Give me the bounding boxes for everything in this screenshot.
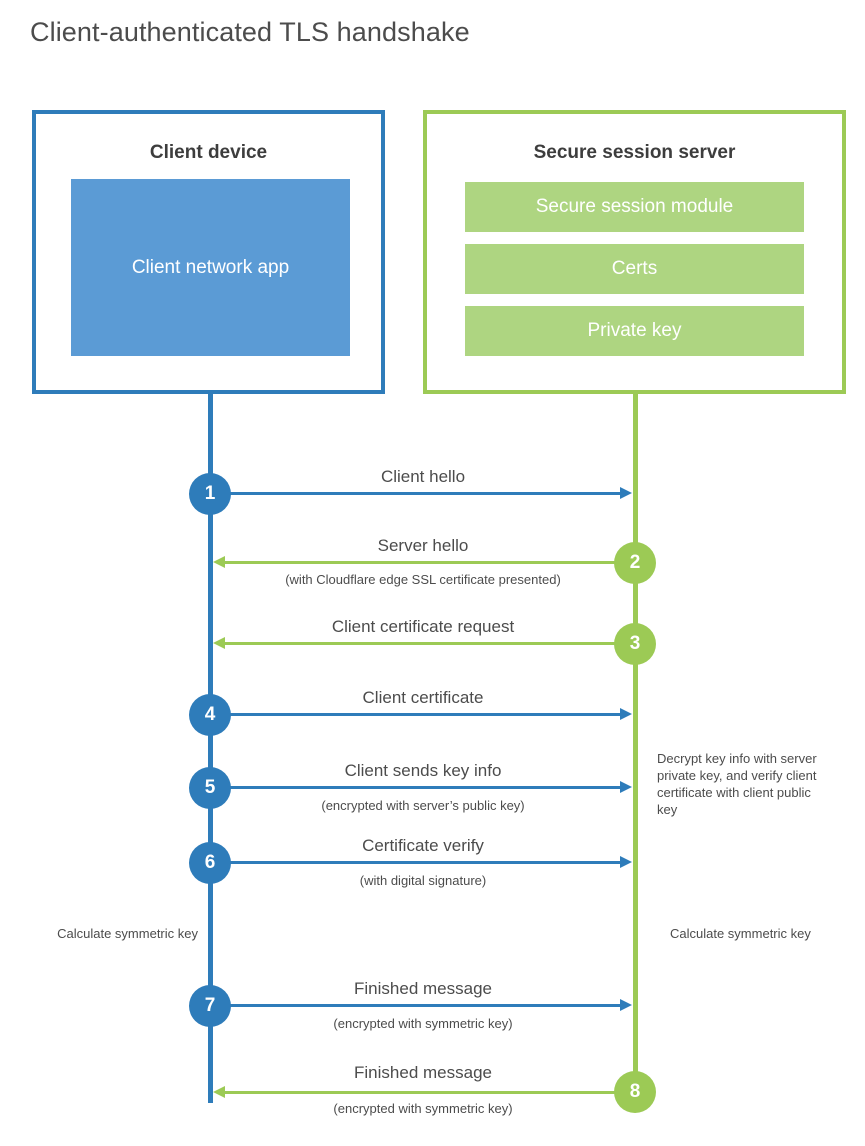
arrowhead-right-icon (620, 487, 632, 499)
arrowhead-right-icon (620, 856, 632, 868)
step-7-arrow (213, 999, 632, 1011)
step-8-marker: 8 (614, 1071, 656, 1113)
step-7-label: Finished message (354, 979, 492, 998)
step-2-label: Server hello (377, 536, 469, 555)
step-5-label: Client sends key info (344, 761, 502, 780)
step-6-label: Certificate verify (362, 836, 484, 855)
step-4-arrow (213, 708, 632, 720)
client-device-title: Client device (149, 142, 268, 163)
step-5-sublabel: (encrypted with server’s public key) (321, 798, 525, 813)
step-5-arrow (213, 781, 632, 793)
step-7-sublabel: (encrypted with symmetric key) (333, 1016, 513, 1031)
step-1-arrow (213, 487, 632, 499)
step-4-label: Client certificate (362, 688, 484, 707)
client-network-app: Client network app (71, 179, 350, 356)
step-6-arrow (213, 856, 632, 868)
secure-session-server-box: Secure session server Secure session mod… (423, 110, 846, 394)
step-8-arrow (213, 1086, 634, 1098)
server-decrypt-note: Decrypt key info with server private key… (657, 751, 817, 817)
step-5-marker: 5 (189, 767, 231, 809)
step-3-label: Client certificate request (331, 617, 515, 636)
server-component-list: Secure session module Certs Private key (465, 182, 804, 356)
server-component-certs: Certs (465, 244, 804, 294)
step-2-sublabel: (with Cloudflare edge SSL certificate pr… (285, 572, 561, 587)
client-device-box: Client device Client network app (32, 110, 385, 394)
page-title: Client-authenticated TLS handshake (30, 17, 470, 47)
step-6-marker: 6 (189, 842, 231, 884)
step-6-sublabel: (with digital signature) (359, 873, 487, 888)
server-component-private-key: Private key (465, 306, 804, 356)
step-2-arrow (213, 556, 634, 568)
step-8-label: Finished message (354, 1063, 492, 1082)
arrowhead-right-icon (620, 708, 632, 720)
arrowhead-right-icon (620, 999, 632, 1011)
step-4-marker: 4 (189, 694, 231, 736)
step-3-arrow (213, 637, 634, 649)
arrowhead-left-icon (213, 1086, 225, 1098)
step-7-marker: 7 (189, 985, 231, 1027)
server-component-secure-session-module: Secure session module (465, 182, 804, 232)
step-8-sublabel: (encrypted with symmetric key) (333, 1101, 513, 1116)
arrowhead-right-icon (620, 781, 632, 793)
step-1-marker: 1 (189, 473, 231, 515)
server-calculate-symmetric-key-note: Calculate symmetric key (670, 926, 811, 941)
step-2-marker: 2 (614, 542, 656, 584)
step-3-marker: 3 (614, 623, 656, 665)
arrowhead-left-icon (213, 556, 225, 568)
step-1-label: Client hello (380, 467, 466, 486)
client-calculate-symmetric-key-note: Calculate symmetric key (57, 926, 198, 941)
client-lifeline (208, 393, 213, 1103)
server-lifeline (633, 393, 638, 1093)
secure-session-server-title: Secure session server (533, 142, 736, 163)
arrowhead-left-icon (213, 637, 225, 649)
